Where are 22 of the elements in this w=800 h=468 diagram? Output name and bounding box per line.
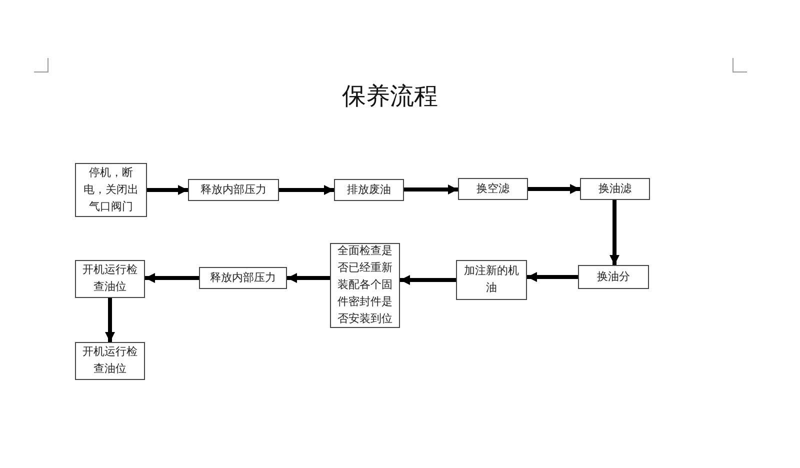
- arrow: [105, 298, 115, 342]
- process-box: 释放内部压力: [188, 179, 279, 201]
- arrow: [279, 185, 334, 195]
- arrow: [404, 184, 458, 194]
- process-box: 全面检查是否已经重新装配各个固件密封件是否安装到位: [330, 243, 400, 328]
- process-box: 释放内部压力: [199, 267, 287, 289]
- arrow: [610, 200, 620, 265]
- arrow: [400, 275, 456, 285]
- process-box: 停机，断电，关闭出气口阀门: [75, 163, 147, 217]
- arrow: [147, 185, 188, 195]
- process-box: 排放废油: [334, 179, 404, 201]
- process-box: 换空滤: [458, 178, 528, 200]
- arrow: [527, 272, 578, 282]
- arrow: [145, 273, 199, 283]
- process-box: 换油分: [578, 265, 649, 289]
- process-box: 开机运行检查油位: [75, 342, 145, 380]
- arrow: [528, 184, 580, 194]
- process-box: 换油滤: [580, 178, 650, 200]
- arrow: [287, 273, 330, 283]
- title: 保养流程: [341, 82, 439, 112]
- process-box: 开机运行检查油位: [75, 260, 145, 298]
- process-box: 加注新的机油: [456, 260, 527, 300]
